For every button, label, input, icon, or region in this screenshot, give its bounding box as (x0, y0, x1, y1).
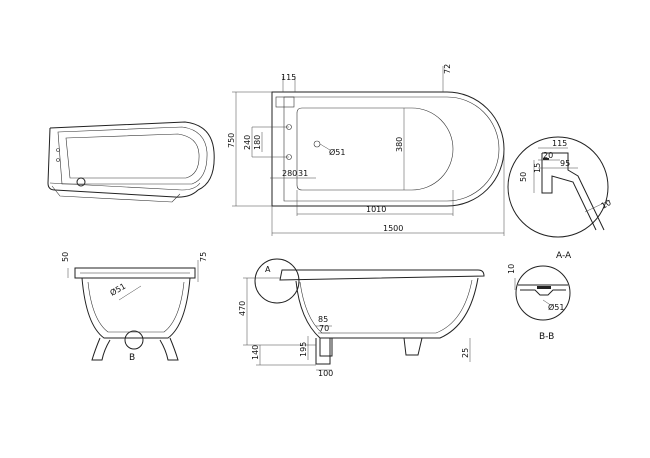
label-marker-b: B (129, 353, 135, 363)
label-section-bb: B-B (539, 332, 554, 342)
dim-side-470: 470 (238, 301, 247, 316)
dim-end-51: Ø51 (108, 281, 127, 298)
dim-aa-15: 15 (533, 163, 542, 173)
end-view-waste (124, 330, 144, 350)
dim-aa-115: 115 (552, 139, 567, 148)
dim-inner-380: 380 (395, 137, 404, 152)
dim-side-195: 195 (299, 342, 308, 357)
dim-left-240: 240 (243, 135, 252, 150)
label-marker-a: A (265, 265, 271, 274)
dim-left-180: 180 (253, 135, 262, 150)
dim-aa-10: 10 (600, 198, 613, 211)
dim-left-750: 750 (227, 133, 236, 148)
section-bb-detail: 10 Ø51 B-B (507, 264, 571, 342)
dim-side-25: 25 (461, 348, 470, 358)
dim-waste-51: Ø51 (329, 147, 345, 157)
dim-bb-51: Ø51 (548, 302, 564, 312)
perspective-view (47, 121, 215, 203)
dim-end-50: 50 (61, 252, 70, 262)
dim-side-85: 85 (318, 315, 328, 324)
side-elevation: A 470 85 70 195 140 100 25 (238, 258, 485, 378)
waste-hole (313, 140, 321, 148)
section-aa-detail: 115 20 95 15 50 10 A-A (507, 136, 613, 261)
dim-side-140: 140 (251, 345, 260, 360)
label-section-aa: A-A (556, 251, 572, 261)
detail-circle-aa (507, 136, 609, 238)
dim-aa-95: 95 (560, 159, 570, 168)
dim-top-115: 115 (281, 73, 296, 82)
dim-bb-10: 10 (507, 264, 516, 274)
dim-drain-280: 280 (282, 169, 297, 178)
detail-circle-bb (515, 265, 571, 321)
plan-view: 115 72 750 240 180 Ø51 280 31 380 1010 1… (227, 64, 505, 236)
dim-aa-20: 20 (543, 151, 553, 160)
perspective-waste-circle (76, 177, 86, 187)
detail-circle-a (254, 258, 300, 304)
dim-side-100: 100 (318, 369, 333, 378)
dim-aa-50: 50 (519, 172, 528, 182)
dim-end-75: 75 (199, 252, 208, 262)
dim-side-70: 70 (319, 324, 329, 333)
dim-drain-31: 31 (298, 169, 308, 178)
end-view: 50 75 Ø51 B (61, 252, 208, 363)
dim-top-72: 72 (443, 64, 452, 74)
dim-overall-1500: 1500 (383, 224, 403, 233)
dim-inner-1010: 1010 (366, 205, 386, 214)
